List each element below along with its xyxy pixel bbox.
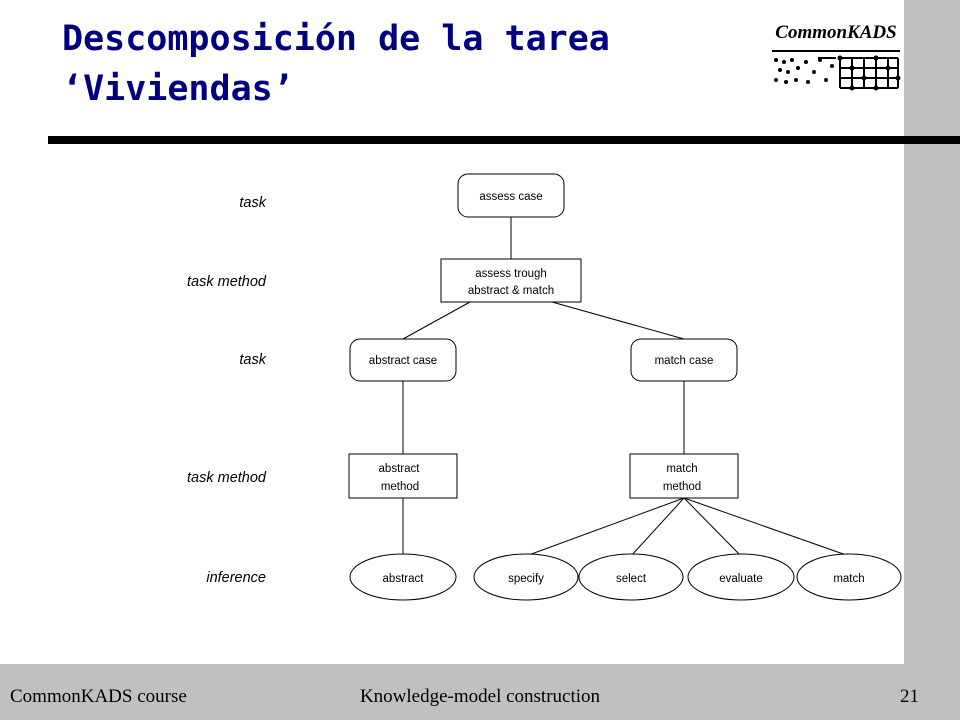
node-abstract-case: [349, 338, 457, 382]
node-assess-case: [457, 173, 565, 218]
level-label-task-1: task: [239, 195, 266, 211]
node-inference-match: [796, 553, 902, 601]
logo-underline: [772, 50, 900, 52]
node-match-case: [630, 338, 738, 382]
node-abstract-method-label-2: method: [381, 481, 419, 493]
slide-title: Descomposición de la tarea ‘Viviendas’: [62, 14, 762, 114]
node-assess-case-label: assess case: [479, 191, 542, 203]
slide-title-line-2: ‘Viviendas’: [62, 69, 294, 109]
node-abstract-method: [348, 453, 458, 499]
node-inference-select-label: select: [616, 573, 647, 585]
footer-gray-bar: [0, 664, 960, 720]
slide-title-line-1: Descomposición de la tarea: [62, 19, 610, 59]
commonkads-logo: CommonKADS: [770, 22, 902, 92]
node-match-method-label-2: method: [663, 481, 701, 493]
footer-topic: Knowledge-model construction: [359, 686, 601, 707]
node-assess-method: [440, 258, 582, 303]
node-match-case-label: match case: [655, 355, 714, 367]
node-inference-specify-label: specify: [508, 573, 544, 585]
logo-text: CommonKADS: [775, 22, 897, 43]
level-label-inference: inference: [206, 570, 266, 586]
node-inference-abstract: [349, 553, 457, 601]
title-divider: [48, 136, 904, 144]
node-match-method: [629, 453, 739, 499]
node-match-method-label-1: match: [666, 463, 697, 475]
node-abstract-method-label-1: abstract: [379, 463, 421, 475]
node-inference-select: [578, 553, 684, 601]
diagram-connectors: [402, 217, 850, 557]
node-assess-method-label-1: assess trough: [475, 268, 547, 280]
node-inference-evaluate: [687, 553, 795, 601]
right-gray-bar: [904, 0, 960, 664]
node-inference-match-label: match: [833, 573, 864, 585]
task-decomposition-diagram: task task method task task method infere…: [187, 173, 902, 601]
node-inference-specify: [473, 553, 579, 601]
level-label-task-method-1: task method: [187, 274, 267, 290]
footer-course: CommonKADS course: [10, 686, 187, 707]
level-label-task-2: task: [239, 352, 266, 368]
node-assess-method-label-2: abstract & match: [468, 285, 554, 297]
footer-page-number: 21: [900, 686, 919, 707]
level-label-task-method-2: task method: [187, 470, 267, 486]
title-divider-extension: [904, 136, 960, 144]
logo-dot-grid-icon: [774, 55, 901, 91]
node-abstract-case-label: abstract case: [369, 355, 437, 367]
node-inference-evaluate-label: evaluate: [719, 573, 762, 585]
node-inference-abstract-label: abstract: [383, 573, 425, 585]
